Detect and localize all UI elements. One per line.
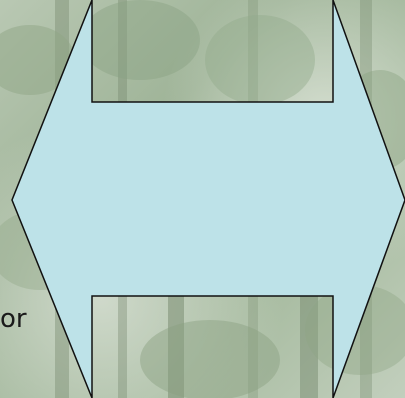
partial-text-fragment: or (0, 304, 27, 334)
